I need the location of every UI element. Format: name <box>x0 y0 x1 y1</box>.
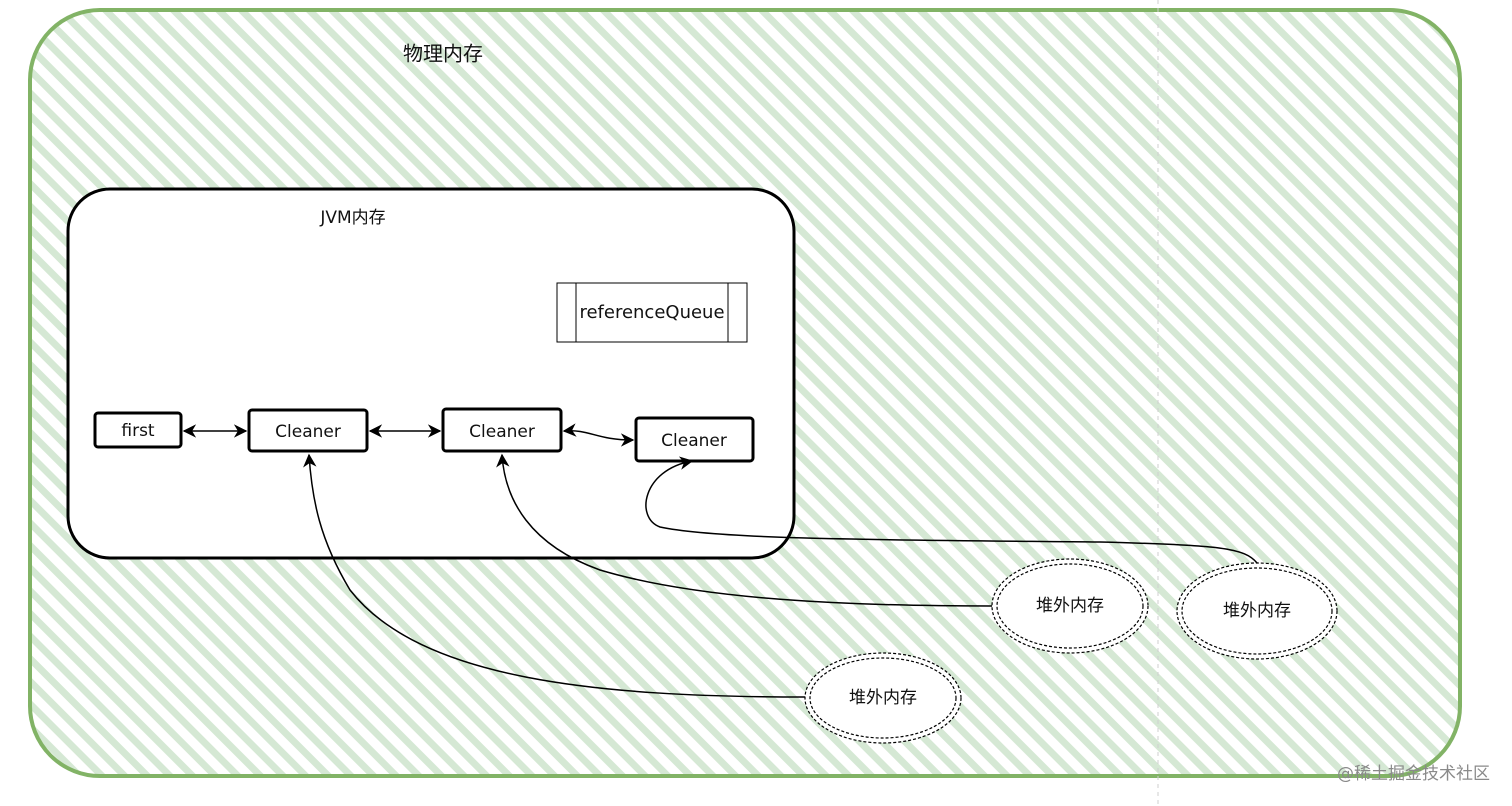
watermark: @稀土掘金技术社区 <box>1337 764 1490 784</box>
ref-curve-offheap3-cleaner3 <box>645 456 1258 564</box>
cleaner-label-2: Cleaner <box>469 422 535 442</box>
off-heap-label-3: 堆外内存 <box>1223 601 1291 621</box>
cleaner-node-1[interactable]: Cleaner <box>247 408 369 453</box>
off-heap-memory-1[interactable]: 堆外内存 <box>804 652 962 744</box>
jvm-memory-label: JVM内存 <box>319 208 385 228</box>
cleaner-node-2[interactable]: Cleaner <box>441 407 563 453</box>
cleaner-label-3: Cleaner <box>661 431 727 451</box>
reference-queue-label: referenceQueue <box>579 302 724 323</box>
cleaner-label-1: Cleaner <box>275 422 341 442</box>
ref-curve-offheap2-cleaner2 <box>496 453 993 607</box>
off-heap-label-1: 堆外内存 <box>849 688 917 708</box>
first-label: first <box>121 421 155 441</box>
reference-queue-box[interactable]: referenceQueue <box>556 282 748 343</box>
link-cleaner2-cleaner3 <box>562 423 635 447</box>
ref-curve-offheap1-cleaner1 <box>303 453 806 698</box>
off-heap-memory-3[interactable]: 堆外内存 <box>1176 562 1338 660</box>
jvm-memory-container[interactable]: JVM内存 <box>66 187 796 560</box>
off-heap-label-2: 堆外内存 <box>1036 596 1104 616</box>
cleaner-node-3[interactable]: Cleaner <box>634 416 755 463</box>
first-node[interactable]: first <box>93 411 183 449</box>
off-heap-memory-2[interactable]: 堆外内存 <box>991 558 1149 654</box>
physical-memory-label: 物理内存 <box>403 42 483 66</box>
